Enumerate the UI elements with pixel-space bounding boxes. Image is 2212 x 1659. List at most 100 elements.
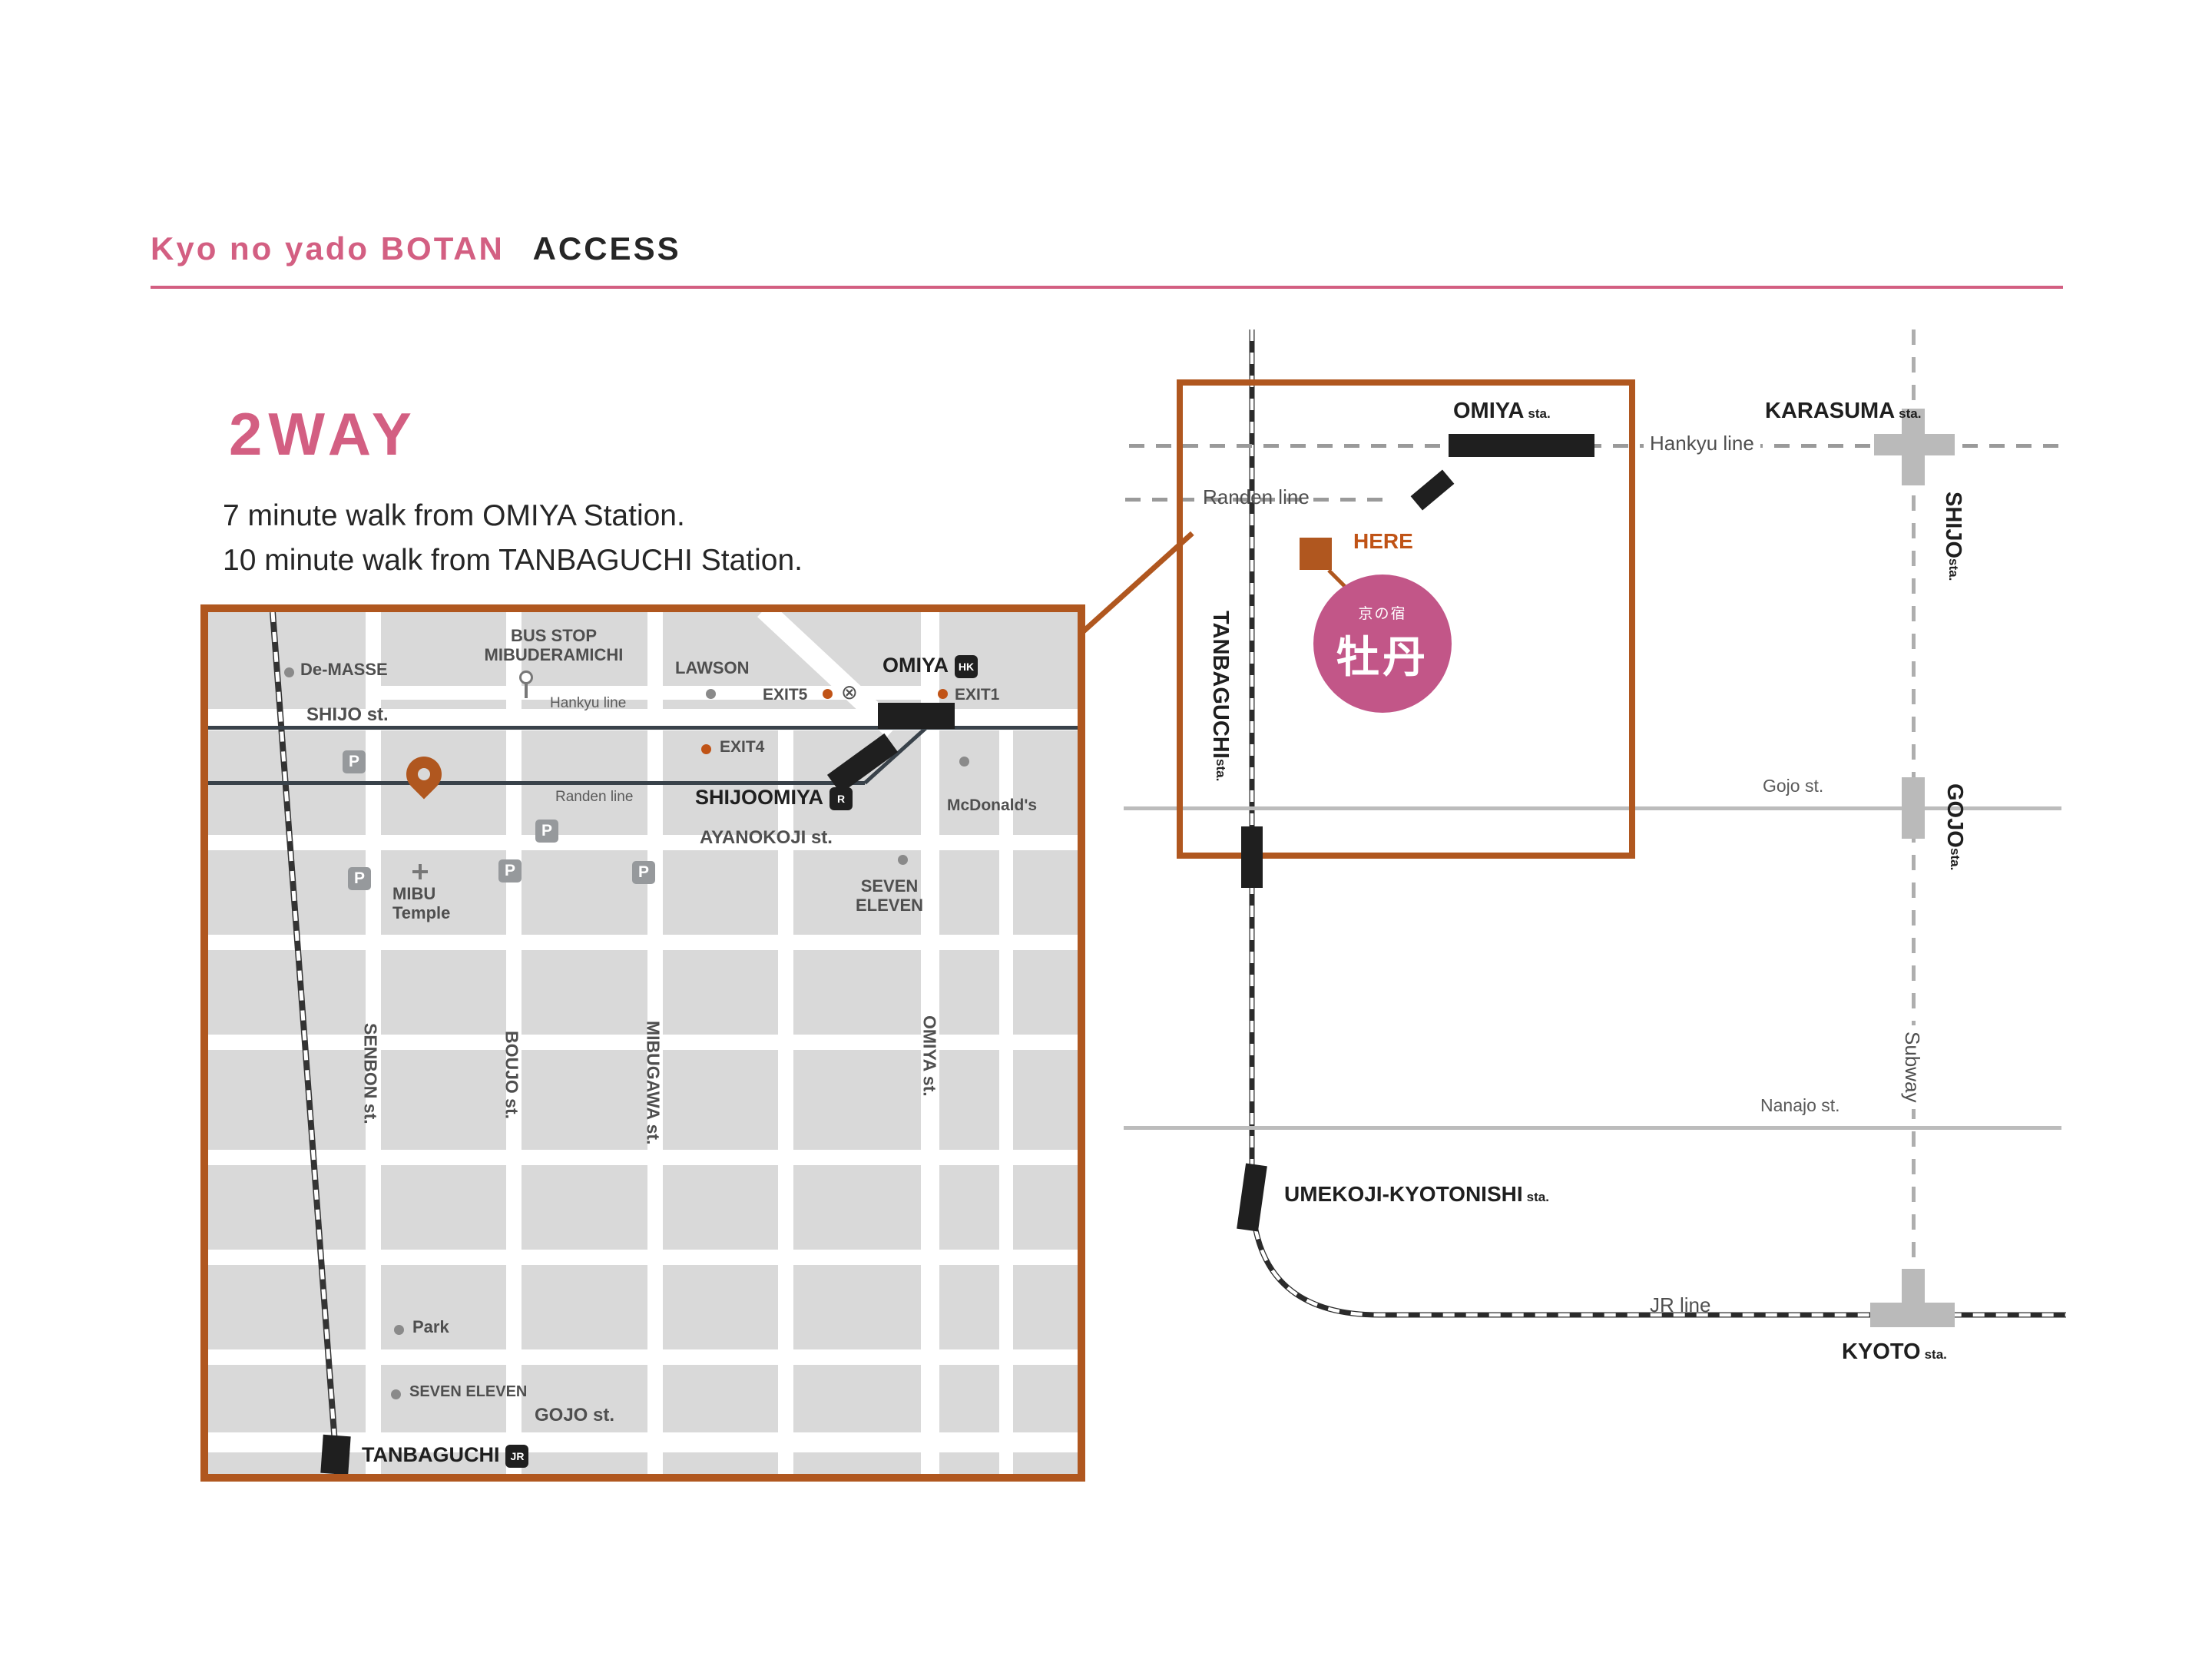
shijo-sta-suffix: sta. [1945,558,1961,581]
label-gojo-street: Gojo st. [1763,776,1824,796]
label-shijo-st: SHIJO st. [306,704,389,725]
hankyu-rail-line [208,726,1078,730]
label-tanbaguchi-sta: TANBAGUCHIsta. [1207,611,1233,782]
hankyu-logo-icon: HK [955,654,979,678]
omiya-sta-suffix: sta. [1528,406,1551,421]
temple-cross-icon [412,864,428,879]
randen-line [1125,498,1390,502]
de-masse-dot [284,667,294,677]
walk-line-1: 7 minute walk from OMIYA Station. [223,499,685,532]
label-jr-line: JR line [1650,1293,1711,1316]
seven-upper-line2: ELEVEN [855,896,924,916]
umekoji-sta-name: UMEKOJI-KYOTONISHI [1284,1182,1523,1206]
label-exit1: EXIT1 [955,686,1000,704]
exit5-dot [823,689,833,699]
tanbaguchi-station-name: TANBAGUCHI [362,1443,500,1466]
parking-icon: P [343,750,366,773]
here-marker [1300,538,1332,570]
seven-upper-line1: SEVEN [860,876,919,896]
tanbaguchi-sta-suffix: sta. [1213,758,1228,782]
label-randen-line: Randen line [555,789,634,805]
omiya-station-bar [878,703,955,729]
label-omiya-station: OMIYA HK [882,654,979,678]
karasuma-sta-name: KARASUMA [1765,399,1896,423]
omiya-sta-name: OMIYA [1453,399,1525,423]
botan-logo-circle: 京の宿 牡丹 [1313,575,1452,713]
omiya-station-name: OMIYA [882,654,949,677]
tanbaguchi-station-bar [320,1434,351,1474]
umekoji-sta-suffix: sta. [1526,1190,1549,1204]
label-bus-stop: BUS STOP MIBUDERAMICHI [439,626,669,665]
label-seven-eleven-upper: SEVEN ELEVEN [847,876,932,916]
tanbaguchi-sta-name: TANBAGUCHI [1207,611,1233,759]
label-gojo-st: GOJO st. [535,1405,615,1426]
label-park: Park [412,1317,449,1336]
label-omiya-st: OMIYA st. [919,1015,940,1097]
randen-rail-line [208,781,865,785]
page-header: Kyo no yado BOTAN ACCESS [151,230,681,267]
botan-logo-small-text: 京の宿 [1358,606,1407,622]
label-seven-eleven-lower: SEVEN ELEVEN [409,1383,528,1400]
botan-logo-name: 牡丹 [1336,633,1429,681]
gojo-sta-bar [1902,777,1925,839]
label-randen-line: Randen line [1203,485,1310,508]
randen-logo-icon: R [830,786,853,810]
parking-icon: P [498,859,522,882]
hankyu-line [1129,444,2061,448]
label-boujo-st: BOUJO st. [502,1031,522,1120]
seven-eleven-upper-dot [898,855,908,865]
parking-icon: P [535,820,558,843]
street-vertical-4 [778,709,793,1474]
bus-stop-line1: BUS STOP [510,626,598,645]
parking-icon: P [348,867,371,890]
kyoto-sta-name: KYOTO [1842,1339,1921,1364]
mibu-line1: MIBU [392,884,436,903]
label-hankyu-line: Hankyu line [1644,430,1760,457]
gojo-street-line [1124,806,2061,810]
gojo-sta-name: GOJO [1942,783,1967,848]
street-h6 [208,1250,1078,1265]
access-title: ACCESS [532,230,681,267]
shijo-sta-bar [1902,409,1925,485]
label-mibu-temple: MIBU Temple [392,884,450,923]
parking-icon: P [632,861,655,884]
area-highlight-box [1177,379,1635,859]
label-ayanokoji-st: AYANOKOJI st. [700,827,833,848]
label-shijoomiya-station: SHIJOOMIYA R [695,786,853,810]
shijoomiya-station-name: SHIJOOMIYA [695,786,824,809]
label-de-masse: De-MASSE [300,660,388,679]
mibu-line2: Temple [392,903,451,923]
street-h7 [208,1349,1078,1365]
street-vertical-6 [999,709,1013,1474]
label-here: HERE [1353,529,1413,553]
street-busstop-row [366,686,922,700]
intro-heading: 2WAY [229,400,418,468]
nanajo-street-line [1124,1126,2061,1130]
street-h3 [208,935,1078,950]
exit1-dot [938,689,948,699]
seven-eleven-lower-dot [391,1389,401,1399]
label-mcdonalds: McDonald's [947,796,1038,814]
detailed-map: De-MASSE BUS STOP MIBUDERAMICHI LAWSON O… [200,604,1085,1482]
street-h5 [208,1150,1078,1165]
exit4-dot [701,744,711,754]
mcdonalds-dot [959,757,969,767]
label-nanajo-street: Nanajo st. [1760,1095,1840,1115]
street-h4 [208,1035,1078,1050]
walk-line-2: 10 minute walk from TANBAGUCHI Station. [223,544,803,577]
label-mibugawa-st: MIBUGAWA st. [643,1021,664,1145]
tanbaguchi-sta-bar [1241,826,1263,888]
label-subway: Subway [1899,1025,1926,1109]
kyoto-sta-suffix: sta. [1924,1347,1947,1362]
label-lawson: LAWSON [675,658,750,677]
omiya-sta-bar [1449,434,1594,457]
jr-logo-icon: JR [505,1444,529,1468]
label-shijo-sta: SHIJOsta. [1940,492,1965,581]
label-gojo-sta: GOJOsta. [1942,783,1967,870]
park-dot [394,1325,404,1335]
